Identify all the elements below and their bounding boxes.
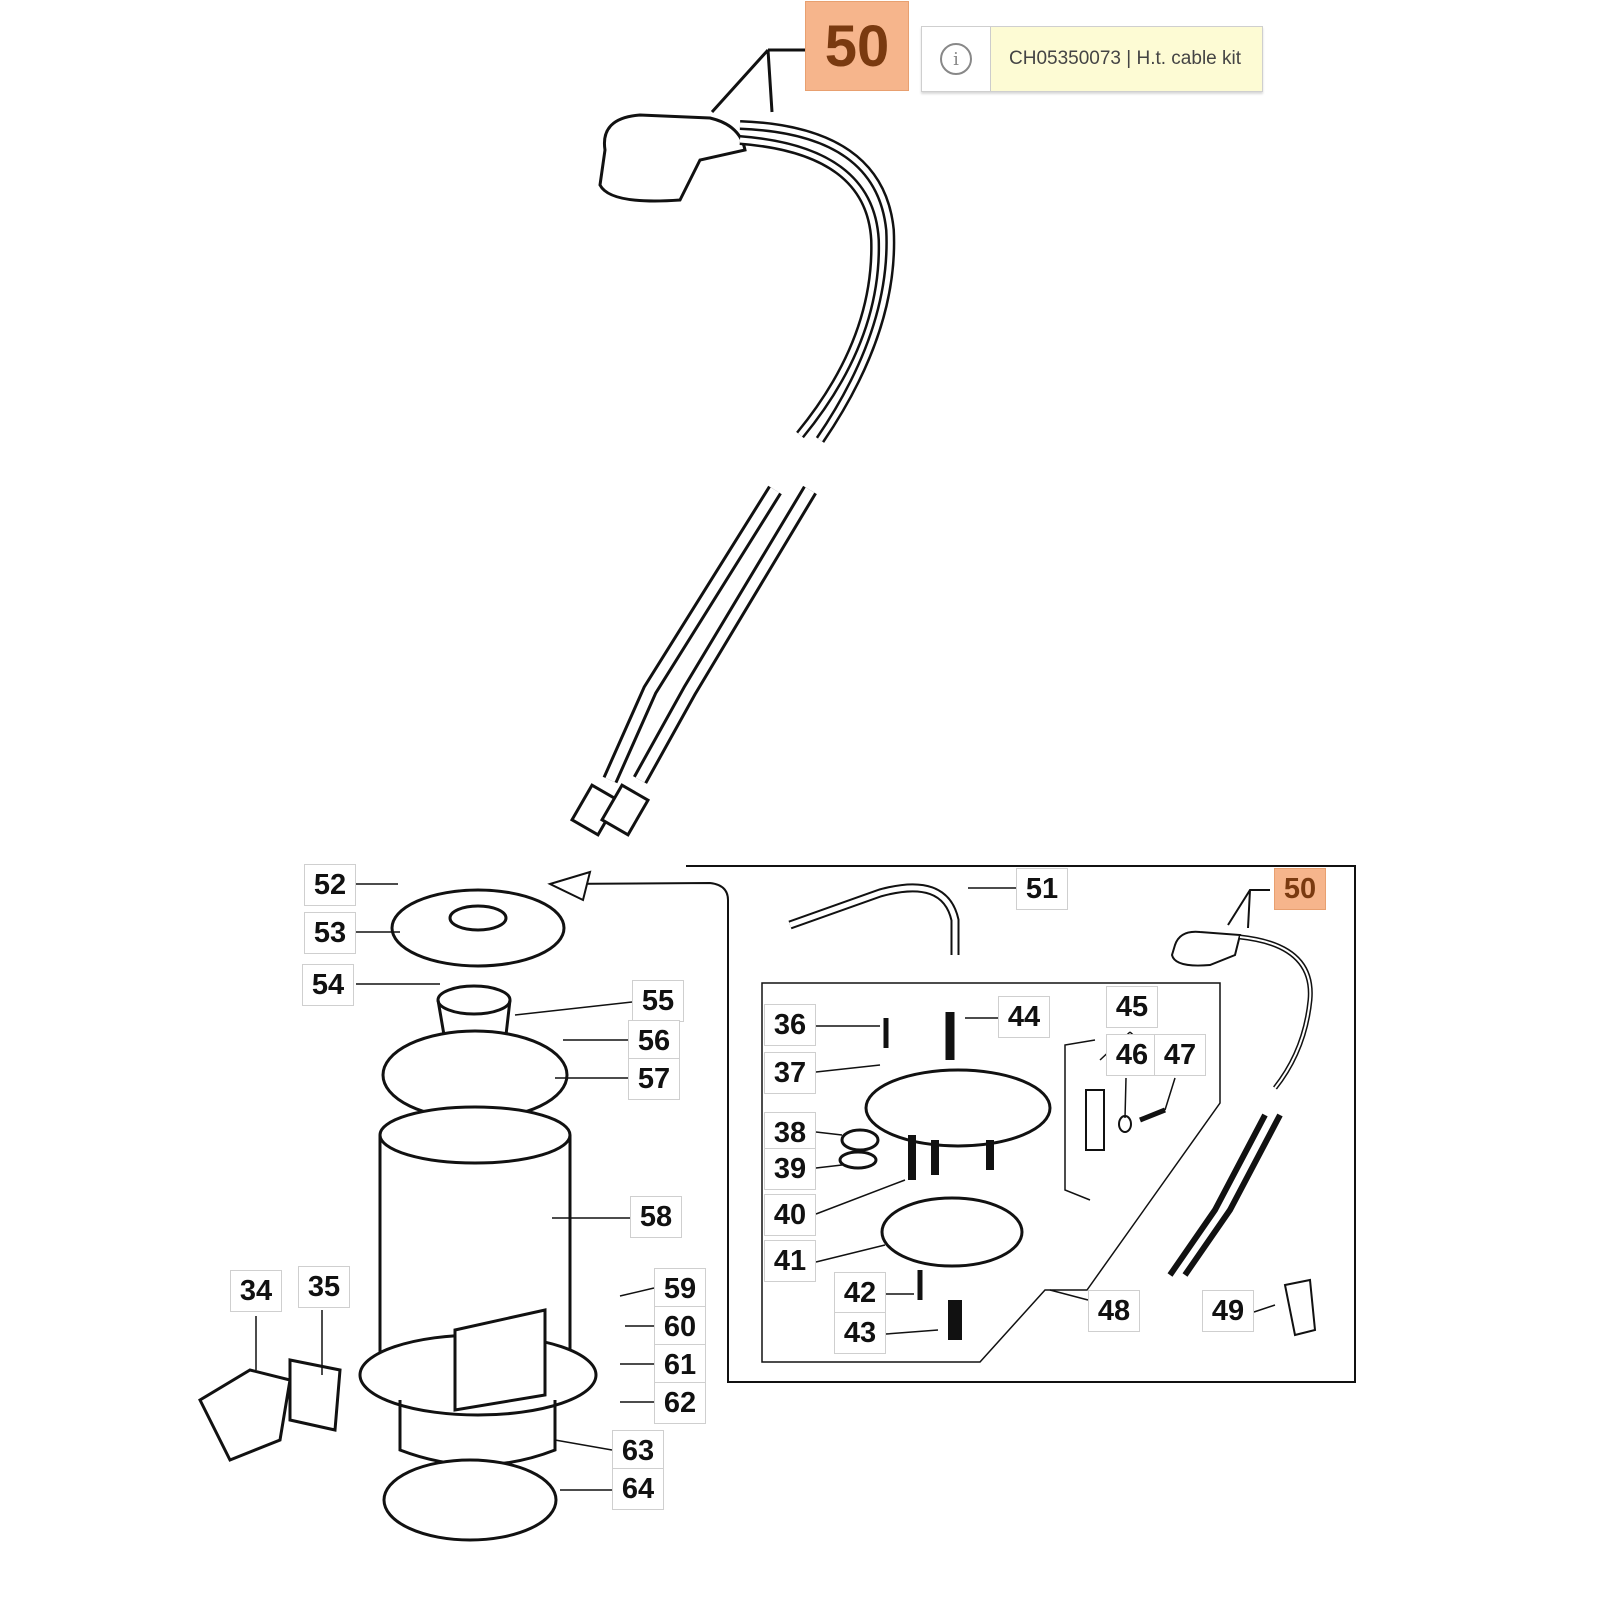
callout-54[interactable]: 54: [302, 964, 354, 1006]
callout-42[interactable]: 42: [834, 1272, 886, 1314]
callout-38[interactable]: 38: [764, 1112, 816, 1154]
ht-cable-kit-large[interactable]: [569, 48, 896, 837]
callout-39[interactable]: 39: [764, 1148, 816, 1190]
callout-44[interactable]: 44: [998, 996, 1050, 1038]
callout-43[interactable]: 43: [834, 1312, 886, 1354]
callout-61[interactable]: 61: [654, 1344, 706, 1386]
callout-45[interactable]: 45: [1106, 986, 1158, 1028]
leader-lines: [255, 883, 655, 1491]
callout-55[interactable]: 55: [632, 980, 684, 1022]
callout-57[interactable]: 57: [628, 1058, 680, 1100]
callout-64[interactable]: 64: [612, 1468, 664, 1510]
callout-50-small[interactable]: 50: [1274, 868, 1326, 910]
tooltip-text: CH05350073 | H.t. cable kit: [1009, 48, 1242, 69]
callout-53[interactable]: 53: [304, 912, 356, 954]
callout-37[interactable]: 37: [764, 1052, 816, 1094]
callout-35[interactable]: 35: [298, 1266, 350, 1308]
callout-56[interactable]: 56: [628, 1020, 680, 1062]
callout-34[interactable]: 34: [230, 1270, 282, 1312]
part-tooltip: i CH05350073 | H.t. cable kit: [921, 26, 1263, 92]
burner-tube-assembly: [198, 888, 598, 1542]
callout-62[interactable]: 62: [654, 1382, 706, 1424]
callout-51[interactable]: 51: [1016, 868, 1068, 910]
callout-36[interactable]: 36: [764, 1004, 816, 1046]
callout-63[interactable]: 63: [612, 1430, 664, 1472]
info-icon: i: [922, 27, 991, 91]
callout-60[interactable]: 60: [654, 1306, 706, 1348]
detail-inset: [547, 865, 1356, 1383]
callout-46[interactable]: 46: [1106, 1034, 1158, 1076]
callout-52[interactable]: 52: [304, 864, 356, 906]
callout-40[interactable]: 40: [764, 1194, 816, 1236]
callout-47[interactable]: 47: [1154, 1034, 1206, 1076]
callout-41[interactable]: 41: [764, 1240, 816, 1282]
callout-59[interactable]: 59: [654, 1268, 706, 1310]
callout-50-highlighted[interactable]: 50: [805, 1, 909, 91]
callout-58[interactable]: 58: [630, 1196, 682, 1238]
callout-49[interactable]: 49: [1202, 1290, 1254, 1332]
callout-48[interactable]: 48: [1088, 1290, 1140, 1332]
